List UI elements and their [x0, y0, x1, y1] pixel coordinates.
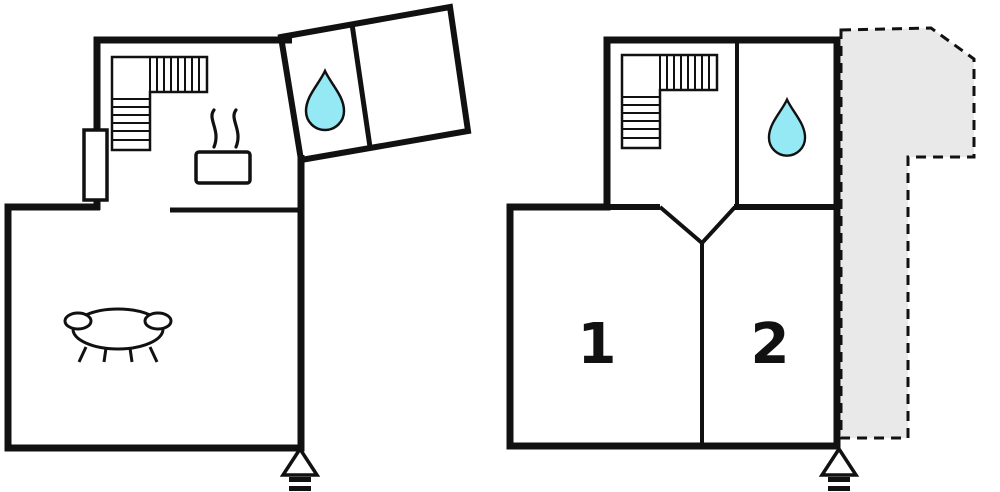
sofa-icon	[63, 307, 173, 363]
sofa-leg	[148, 346, 159, 363]
door-marker	[82, 128, 109, 202]
room-2-label: 2	[751, 312, 790, 377]
entrance-arrow-icon	[820, 447, 858, 492]
staircase-icon	[110, 55, 209, 152]
annex-divider-wall	[349, 23, 373, 148]
pot-shape	[194, 150, 252, 185]
steam-line	[232, 108, 240, 149]
sofa-leg	[102, 347, 108, 363]
ground-floor-plan	[4, 3, 472, 492]
stove-steam-icon	[194, 108, 252, 185]
steam-line	[210, 108, 218, 149]
terrace-dashed-area	[839, 26, 976, 440]
sofa-armrest-left	[63, 311, 93, 331]
entrance-arrow-icon	[281, 447, 319, 492]
room-1-label: 1	[578, 312, 617, 377]
sofa-leg	[128, 347, 134, 363]
upper-floor-outer-wall	[506, 36, 841, 450]
room-labels: 1 2	[578, 312, 790, 377]
angled-annex-outline	[277, 3, 472, 164]
upper-floor-plan: 1 2	[506, 26, 976, 492]
sofa-armrest-right	[143, 311, 173, 331]
living-room-outer-wall	[4, 155, 305, 452]
sofa-leg	[77, 346, 88, 363]
